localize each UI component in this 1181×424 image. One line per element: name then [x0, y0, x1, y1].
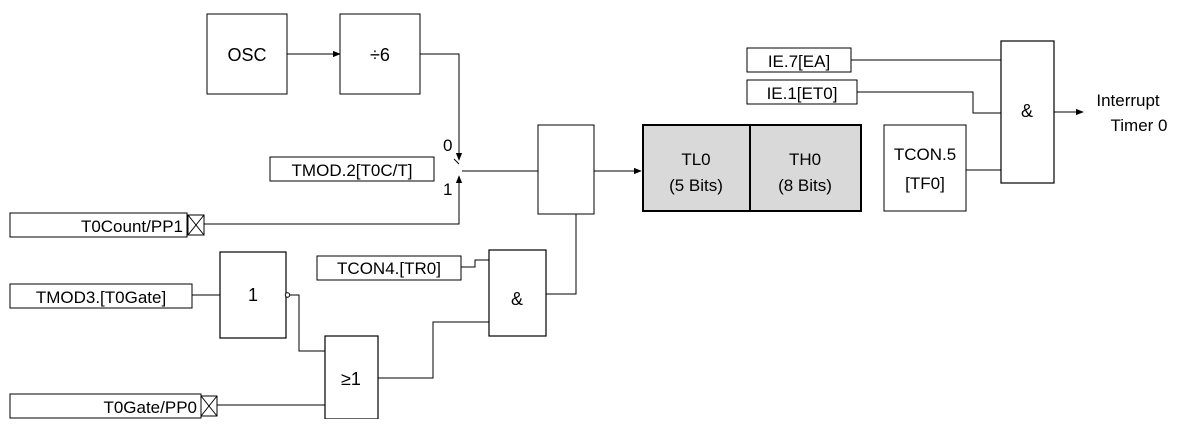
not-gate-symbol: 1: [248, 285, 258, 305]
tf0-flag-block: TCON.5 [TF0]: [883, 124, 967, 212]
run-and-symbol: &: [511, 289, 523, 309]
tl0-register: TL0 (5 Bits): [642, 124, 751, 212]
wire-et0-to-and: [857, 91, 1001, 114]
tcon-tr0-label: TCON4.[TR0]: [337, 259, 441, 278]
tf0-bits: [TF0]: [905, 174, 945, 193]
interrupt-output-line1: Interrupt: [1096, 91, 1160, 110]
t0count-pin-icon: [187, 214, 205, 236]
mux-switch-lever: [453, 158, 460, 165]
tl0-name: TL0: [681, 150, 710, 169]
t0gate-label: T0Gate/PP0: [103, 398, 197, 417]
or-gate-symbol: ≥1: [341, 369, 361, 389]
interrupt-output-line2: Timer 0: [1111, 116, 1168, 135]
th0-bits: (8 Bits): [778, 176, 832, 195]
tl0-bits: (5 Bits): [669, 176, 723, 195]
osc-block: OSC: [206, 13, 288, 95]
th0-register: TH0 (8 Bits): [749, 124, 862, 212]
signal-tcon-tr0: TCON4.[TR0]: [316, 255, 462, 281]
wire-divider-to-mux: [420, 53, 463, 161]
signal-ie-ea: IE.7[EA]: [746, 47, 852, 73]
signal-t0gate: T0Gate/PP0: [9, 393, 218, 419]
wire-tr0-to-and: [461, 259, 489, 268]
divider-label: ÷6: [370, 45, 390, 65]
signal-t0count: T0Count/PP1: [9, 212, 205, 238]
osc-label: OSC: [227, 45, 266, 65]
tmod-c-t-label: TMOD.2[T0C/T]: [292, 161, 413, 180]
or-gate: ≥1: [324, 335, 379, 420]
signal-tmod-gate: TMOD3.[T0Gate]: [9, 283, 193, 309]
mux-label-zero: 0: [443, 136, 452, 155]
not-gate-bubble: [284, 292, 291, 298]
wire-t0count-to-mux: [204, 175, 463, 225]
mux-label-one: 1: [443, 180, 452, 199]
run-switch-box: [537, 124, 595, 215]
ie-et0-label: IE.1[ET0]: [767, 84, 838, 103]
divider-block: ÷6: [339, 13, 421, 95]
wire-or-to-and: [378, 321, 489, 379]
run-and-gate: &: [488, 249, 547, 337]
tf0-name: TCON.5: [894, 145, 956, 164]
ie-ea-label: IE.7[EA]: [768, 52, 830, 71]
th0-name: TH0: [789, 150, 821, 169]
signal-ie-et0: IE.1[ET0]: [746, 79, 858, 105]
not-gate: 1: [219, 251, 291, 339]
signal-tmod-c-t: TMOD.2[T0C/T]: [269, 156, 435, 182]
t0count-label: T0Count/PP1: [81, 217, 183, 236]
wire-not-to-or: [289, 294, 325, 352]
t0gate-pin-icon: [200, 395, 218, 417]
tmod-gate-label: TMOD3.[T0Gate]: [36, 288, 166, 307]
interrupt-and-gate: &: [1000, 40, 1055, 184]
interrupt-and-symbol: &: [1021, 101, 1033, 121]
